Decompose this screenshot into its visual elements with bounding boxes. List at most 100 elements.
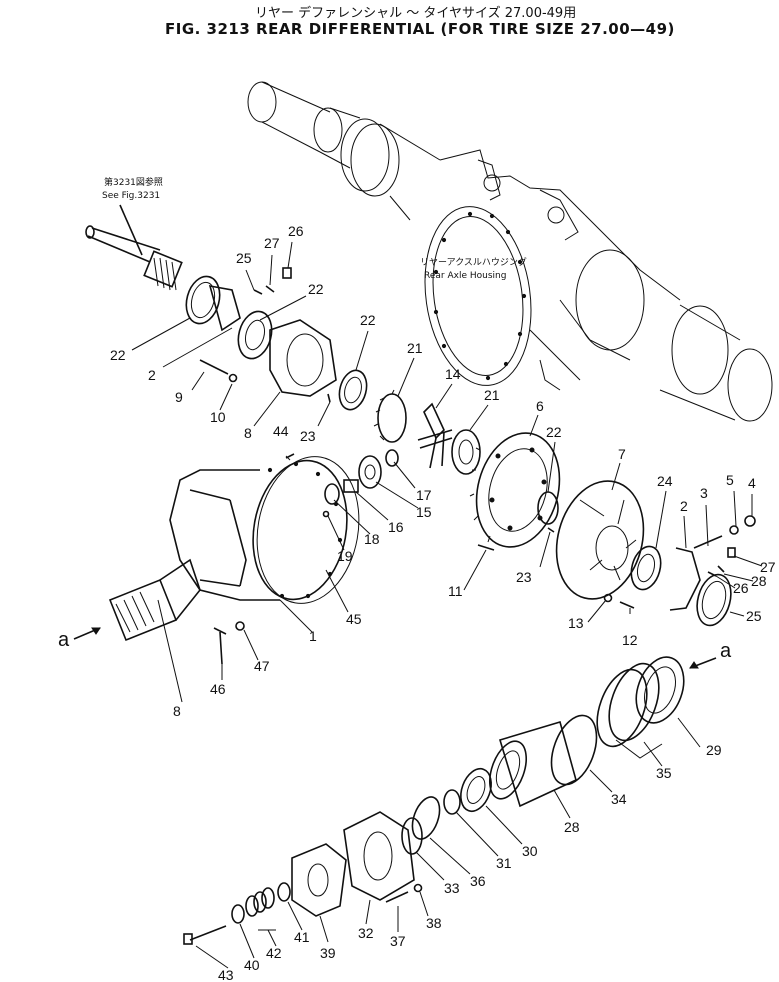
- callout-37: 36: [470, 873, 486, 889]
- callout-30: 29: [706, 742, 722, 758]
- callout-3: 3: [700, 485, 708, 501]
- part-31-bearing: [460, 767, 492, 813]
- callout-28-right: 28: [751, 573, 767, 589]
- callout-10: 9: [175, 389, 183, 405]
- part-5-nut: [744, 515, 756, 527]
- callout-labels: 22 2 22 25 27 26 9 10 8 44 23 22 21 14 2…: [110, 223, 776, 982]
- part-23-pin-left: [327, 393, 331, 403]
- callout-5: 5: [726, 472, 734, 488]
- callout-2-right: 2: [680, 498, 688, 514]
- callout-32: 31: [496, 855, 512, 871]
- callout-12: 11: [448, 583, 463, 599]
- part-7-ring-gear: [469, 432, 561, 548]
- part-2-retainer-right: [669, 547, 701, 611]
- callout-21-right: 21: [484, 387, 500, 403]
- left-bearing-cage-group: [185, 267, 368, 411]
- callout-4: 4: [748, 475, 756, 491]
- callout-13: 12: [622, 632, 638, 648]
- part-39-washer: [413, 883, 423, 893]
- part-2-retainer: [208, 284, 241, 332]
- callout-35: 34: [611, 791, 627, 807]
- part-35-o-ring: [550, 714, 598, 786]
- callout-18: 17: [416, 487, 432, 503]
- callout-36: 35: [656, 765, 672, 781]
- callout-8: 7: [618, 446, 626, 462]
- see-fig-en: See Fig.3231: [102, 191, 160, 201]
- part-27-nut-right: [727, 547, 736, 558]
- svg-text:a: a: [720, 640, 732, 662]
- pinion-cage-group: [183, 656, 685, 945]
- callout-42: 41: [294, 929, 310, 945]
- part-32-spacer: [443, 789, 461, 815]
- part-4-washer: [729, 525, 739, 535]
- callout-14: 13: [568, 615, 584, 631]
- part-11-washer: [228, 373, 238, 383]
- part-29-cage: [488, 720, 577, 808]
- part-38-bolt: [385, 891, 409, 903]
- callout-9: 8: [244, 425, 252, 441]
- part-24-bearing-right: [630, 545, 662, 591]
- callout-6: 8: [173, 703, 181, 719]
- callout-22-right: 22: [546, 424, 562, 440]
- callout-24-right: 24: [657, 473, 673, 489]
- part-19-washer: [324, 483, 340, 505]
- callout-46: 45: [346, 611, 362, 627]
- callout-25-left: 22: [110, 347, 126, 363]
- part-48-washer: [235, 621, 245, 631]
- callout-33: 32: [358, 925, 374, 941]
- part-23-pin-right: [547, 527, 555, 533]
- part-18-washer: [385, 449, 399, 467]
- part-41-washer: [231, 904, 245, 924]
- part-26-pin: [253, 289, 263, 295]
- part-36-shim-a: [596, 668, 648, 748]
- callout-26-right: 26: [733, 580, 749, 596]
- callout-23-right: 23: [516, 569, 532, 585]
- callout-17: 16: [388, 519, 404, 535]
- axle-shaft-reference: 第3231図参照 See Fig.3231: [85, 176, 183, 291]
- callout-20: 19: [337, 548, 353, 564]
- part-37-snap-ring: [411, 796, 441, 840]
- part-47-bolt: [213, 627, 227, 665]
- callout-29: 28: [564, 819, 580, 835]
- part-13-bolt: [619, 601, 635, 609]
- part-30-bearing: [635, 656, 685, 724]
- callout-44: 43: [218, 967, 234, 982]
- callout-27-left: 26: [288, 223, 304, 239]
- part-12-bolt: [477, 544, 495, 551]
- callout-11: 10: [210, 409, 226, 425]
- svg-text:a: a: [58, 629, 70, 651]
- callout-31: 30: [522, 843, 538, 859]
- part-17-bushing: [343, 479, 359, 493]
- callout-16: 15: [416, 504, 432, 520]
- part-10-bolt: [199, 359, 229, 375]
- part-21-side-gear-left: [377, 393, 407, 443]
- part-28-pin: [265, 285, 275, 293]
- callout-2-left: 2: [148, 367, 156, 383]
- callout-1: 1: [309, 628, 317, 644]
- part-40-flange: [291, 843, 347, 917]
- part-34-seal: [401, 817, 423, 855]
- callout-40: 39: [320, 945, 336, 961]
- part-14-washer: [603, 593, 613, 603]
- callout-41: 40: [244, 957, 260, 973]
- callout-38: 37: [390, 933, 406, 949]
- callout-26-left: 25: [236, 250, 252, 266]
- ref-arrow-left: a: [58, 627, 101, 651]
- part-6-pinion-shaft: [108, 558, 201, 642]
- part-27-nut: [282, 267, 292, 279]
- differential-gears-group: [322, 389, 481, 518]
- callout-45: 44: [273, 423, 289, 439]
- callout-19: 18: [364, 531, 380, 547]
- part-46-gasket: [256, 456, 360, 604]
- callout-21-left: 21: [407, 340, 423, 356]
- ref-arrow-right: a: [689, 640, 732, 669]
- part-16-pinion: [358, 455, 382, 489]
- leader-lines: [131, 241, 763, 969]
- callout-34: 33: [444, 880, 460, 896]
- part-15-spider: [417, 402, 453, 469]
- part-1-carrier: [169, 453, 360, 604]
- title-japanese: リヤー デファレンシャル ～ タイヤサイズ 27.00-49用: [255, 5, 576, 21]
- part-42-o-ring: [277, 882, 291, 902]
- right-bearing-cage-group: [555, 480, 756, 627]
